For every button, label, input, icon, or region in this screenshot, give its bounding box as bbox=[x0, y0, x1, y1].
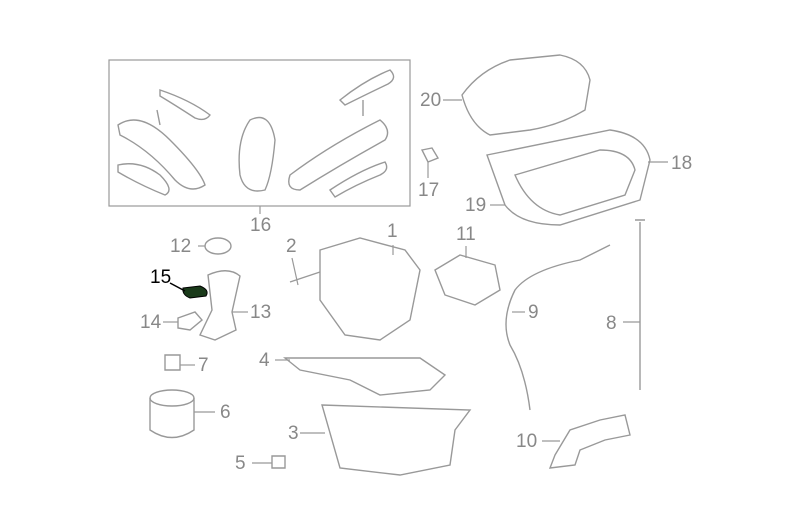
callout-2[interactable]: 2 bbox=[286, 236, 297, 257]
oil-pump bbox=[434, 254, 501, 306]
oil-filter bbox=[149, 389, 195, 439]
callout-12[interactable]: 12 bbox=[170, 236, 192, 257]
oil-filler-cap bbox=[204, 237, 232, 255]
oil-pan bbox=[321, 404, 472, 476]
callout-20[interactable]: 20 bbox=[420, 90, 442, 111]
callout-19[interactable]: 19 bbox=[465, 195, 487, 216]
callout-13[interactable]: 13 bbox=[250, 302, 272, 323]
callout-3[interactable]: 3 bbox=[288, 423, 299, 444]
callout-10[interactable]: 10 bbox=[516, 431, 538, 452]
bolt-5 bbox=[271, 455, 286, 469]
callout-16[interactable]: 16 bbox=[250, 215, 272, 236]
callout-14[interactable]: 14 bbox=[140, 312, 162, 333]
callout-18[interactable]: 18 bbox=[671, 153, 693, 174]
drain-plug bbox=[164, 354, 181, 371]
dipstick bbox=[635, 219, 645, 390]
callout-8[interactable]: 8 bbox=[606, 313, 617, 334]
callout-15[interactable]: 15 bbox=[150, 267, 172, 288]
highlighted-part-15[interactable] bbox=[182, 285, 208, 299]
gasket-14 bbox=[177, 311, 203, 331]
callout-7[interactable]: 7 bbox=[198, 355, 209, 376]
intake-manifold bbox=[461, 54, 591, 136]
callout-11[interactable]: 11 bbox=[456, 224, 476, 245]
callout-6[interactable]: 6 bbox=[220, 402, 231, 423]
sensor-17 bbox=[420, 147, 440, 163]
windage-tray bbox=[283, 357, 447, 396]
oil-filler-tube bbox=[199, 270, 241, 341]
callout-4[interactable]: 4 bbox=[259, 350, 270, 371]
callout-9[interactable]: 9 bbox=[528, 302, 539, 323]
dipstick-tube bbox=[505, 244, 611, 411]
callout-17[interactable]: 17 bbox=[418, 180, 440, 201]
timing-chains bbox=[117, 69, 395, 198]
oil-pickup bbox=[548, 414, 631, 469]
valve-cover bbox=[486, 129, 651, 226]
timing-cover bbox=[319, 237, 421, 341]
callout-5[interactable]: 5 bbox=[235, 453, 246, 474]
callout-1[interactable]: 1 bbox=[387, 221, 398, 242]
